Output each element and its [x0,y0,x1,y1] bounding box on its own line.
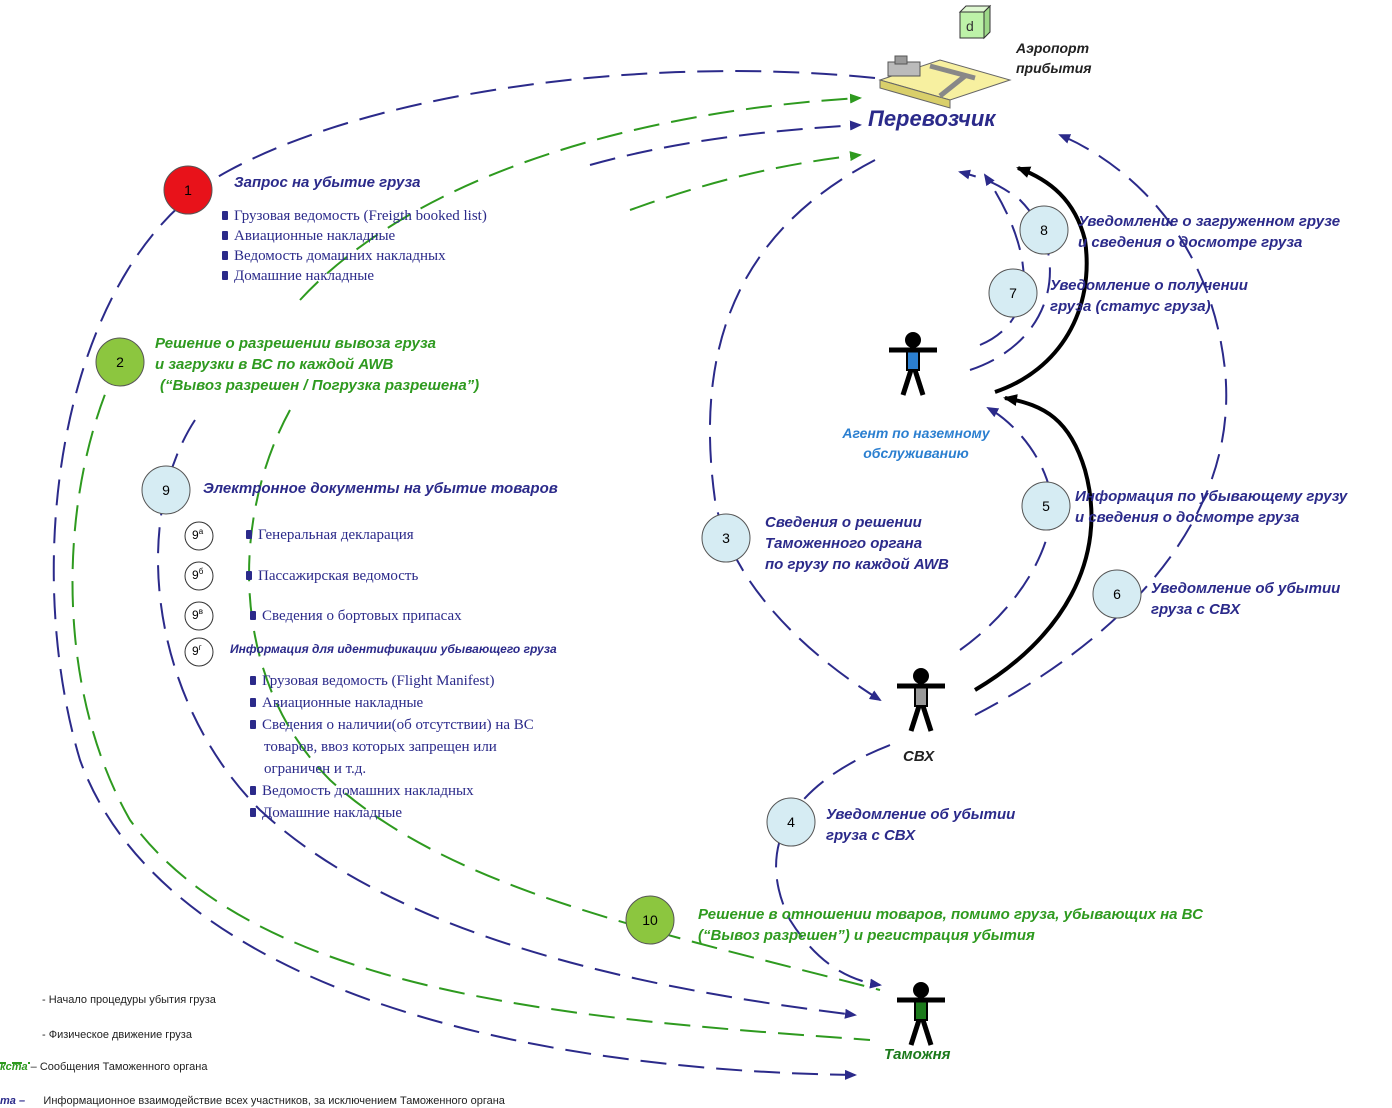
step-4-text: Уведомление об убытии груза с СВХ [826,806,1016,844]
list-item: Сведения о наличии(об отсутствии) на ВС [250,714,534,736]
list-item: Грузовая ведомость (Freigth booked list) [222,206,487,226]
legend-start: - Начало процедуры убытия груза [42,994,216,1006]
step-2-number: 2 [116,354,124,370]
agent-person-icon [889,332,937,396]
step-8-text: Уведомление о загруженном грузе и сведен… [1078,213,1341,251]
list-item: Грузовая ведомость (Flight Manifest) [250,670,534,692]
list-item: Авиационные накладные [222,226,487,246]
agent-label: Агент по наземному обслуживанию [842,425,990,461]
cargo-svh-to-agent [973,394,1094,692]
flow-7b-to-carrier [958,169,1051,371]
list-item: Авиационные накладные [250,692,534,714]
airport-label: Аэропорт прибытия [1016,40,1092,76]
step-9a-text: Генеральная декларация [246,527,414,544]
legend-customs-messages: кста – Сообщения Таможенного органа [0,1061,208,1073]
step-9b-label: 9б [192,567,204,582]
step-9a-circle [184,521,214,551]
step-3-number: 3 [722,530,730,546]
step-9v-text: Сведения о бортовых припасах [250,608,462,625]
step-9v-circle [184,601,214,631]
svh-person-icon [897,668,945,732]
cargo-movement [973,166,1094,692]
blue-flows [52,70,1228,1080]
flow-start-carrier-green [629,151,862,211]
step-4-circle [766,797,816,847]
step-2-circle [95,337,145,387]
list-item: Домашние накладные [250,802,534,824]
step-1-number: 1 [184,182,192,198]
step-6-circle [1092,569,1142,619]
step-3-text: Сведения о решении Таможенного органа по… [765,514,949,573]
step-9-number: 9 [162,482,170,498]
carrier-label: Перевозчик [868,106,996,131]
step-9g-label: 9г [192,643,202,658]
step-6-text: Уведомление об убытии груза с СВХ [1151,580,1341,618]
list-item-continued: ограничен и т.д. [264,761,367,777]
step-9g-circle [184,637,214,667]
step-9b-text: Пассажирская ведомость [246,568,418,585]
step-5-text: Информация по убывающему грузу и сведени… [1075,488,1348,526]
step-6-number: 6 [1113,586,1121,602]
step-9g-doc-list: Грузовая ведомость (Flight Manifest) Ави… [250,670,534,824]
svh-label: СВХ [903,748,935,765]
step-10-number: 10 [642,912,658,928]
flow-3-to-svh [708,159,882,702]
step-1-doc-list: Грузовая ведомость (Freigth booked list)… [222,206,487,286]
flow-6-to-carrier [974,134,1228,716]
step-7-number: 7 [1009,285,1017,301]
step-10-text: Решение в отношении товаров, помимо груз… [698,906,1203,944]
svg-text:d: d [966,18,974,34]
flow-2-arc-to-customs [71,359,871,1041]
step-circles: 1 2 9 3 4 5 6 7 8 10 [95,165,1142,945]
step-9g-text: Информация для идентификации убывающего … [230,642,557,656]
step-2-text: Решение о разрешении вывоза груза и загр… [155,335,480,394]
flow-9-arc [157,419,857,1019]
list-item: Домашние накладные [222,266,487,286]
step-5-number: 5 [1042,498,1050,514]
step-9b-circle [184,561,214,591]
legend-movement: - Физическое движение груза [42,1029,192,1041]
step-7-circle [988,268,1038,318]
list-item: Ведомость домашних накладных [250,780,534,802]
step-9-circle [141,465,191,515]
step-8-number: 8 [1040,222,1048,238]
flow-7-to-carrier [979,173,1025,346]
step-9-title: Электронное документы на убытие товаров [203,480,558,497]
list-item: Ведомость домашних накладных [222,246,487,266]
step-9a-label: 9а [192,527,204,542]
customs-person-icon [897,982,945,1046]
step-1-circle [163,165,213,215]
step-1-title: Запрос на убытие груза [234,174,421,191]
step-7-text: Уведомление о получении груза (статус гр… [1050,277,1248,315]
step-9v-label: 9в [192,607,203,622]
flow-4-to-customs [775,744,891,989]
flow-1-to-carrier [589,120,862,166]
list-item-continued: товаров, ввоз которых запрещен или [264,739,497,755]
customs-label: Таможня [884,1046,951,1063]
airport-icon: d [878,4,1012,109]
step-10-circle [625,895,675,945]
step-5-circle [1021,481,1071,531]
flow-carrier-outer-arc [52,70,876,1080]
cargo-agent-to-carrier [994,166,1089,394]
flow-2-to-carrier [299,93,862,301]
step-8-circle [1019,205,1069,255]
sub-step-circles [184,521,214,667]
step-3-circle [701,513,751,563]
step-4-number: 4 [787,814,795,830]
legend-interaction: та – Информационное взаимодействие всех … [0,1095,505,1107]
